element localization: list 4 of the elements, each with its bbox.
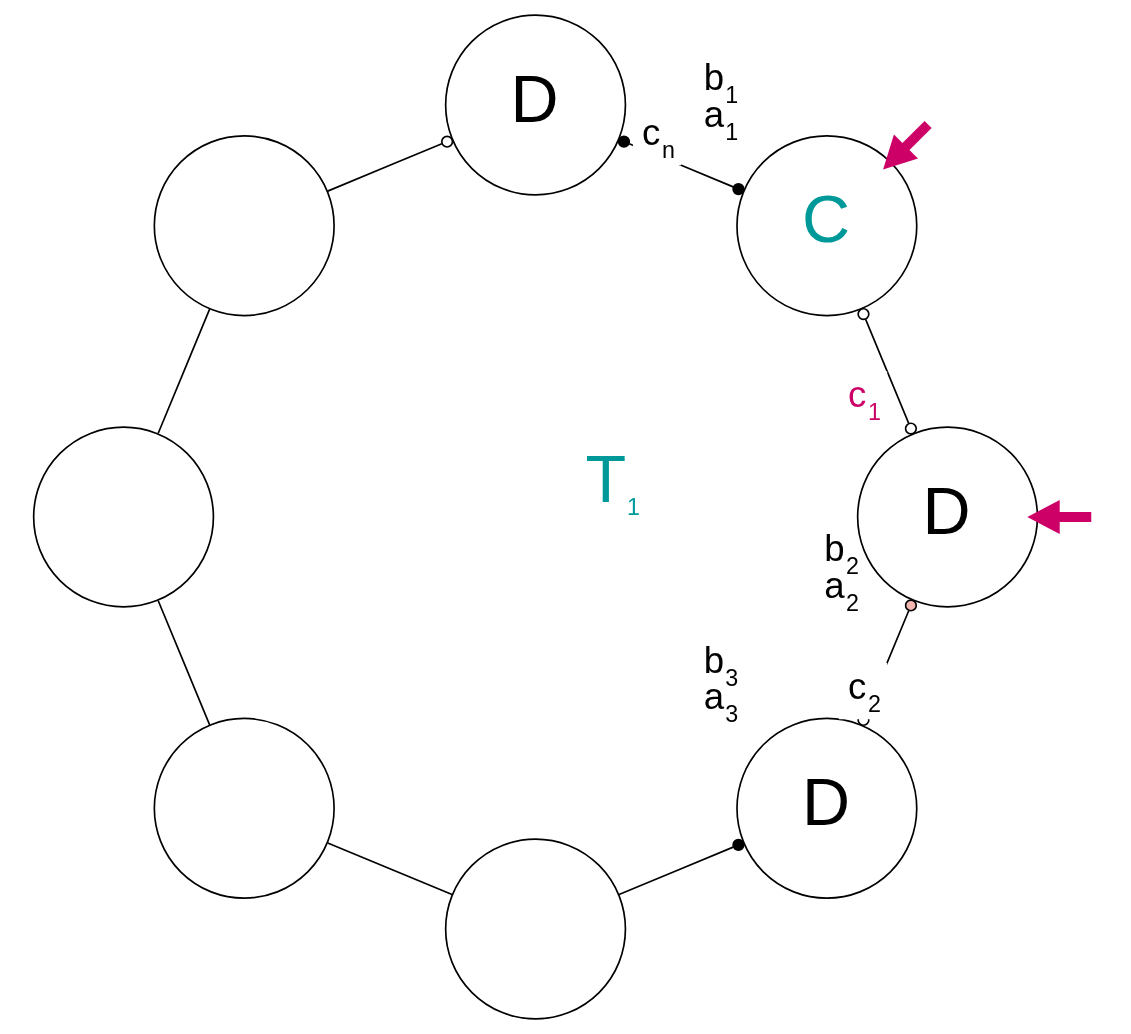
edge-label: c$_{2}$	[848, 665, 882, 717]
edge-label: c$_{n}$	[642, 111, 676, 163]
label: T$_{1}$	[585, 442, 641, 521]
edge-label: c$_{1}$	[848, 374, 882, 426]
